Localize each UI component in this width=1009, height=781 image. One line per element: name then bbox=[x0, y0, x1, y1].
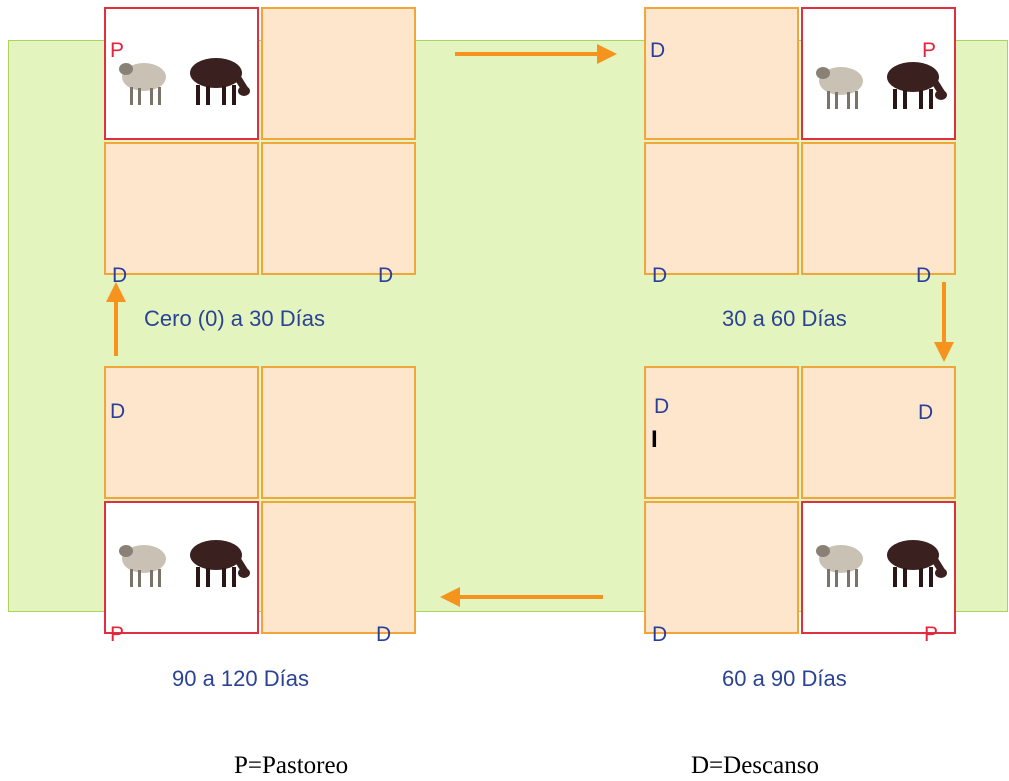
rotation-arrows bbox=[0, 0, 1009, 781]
